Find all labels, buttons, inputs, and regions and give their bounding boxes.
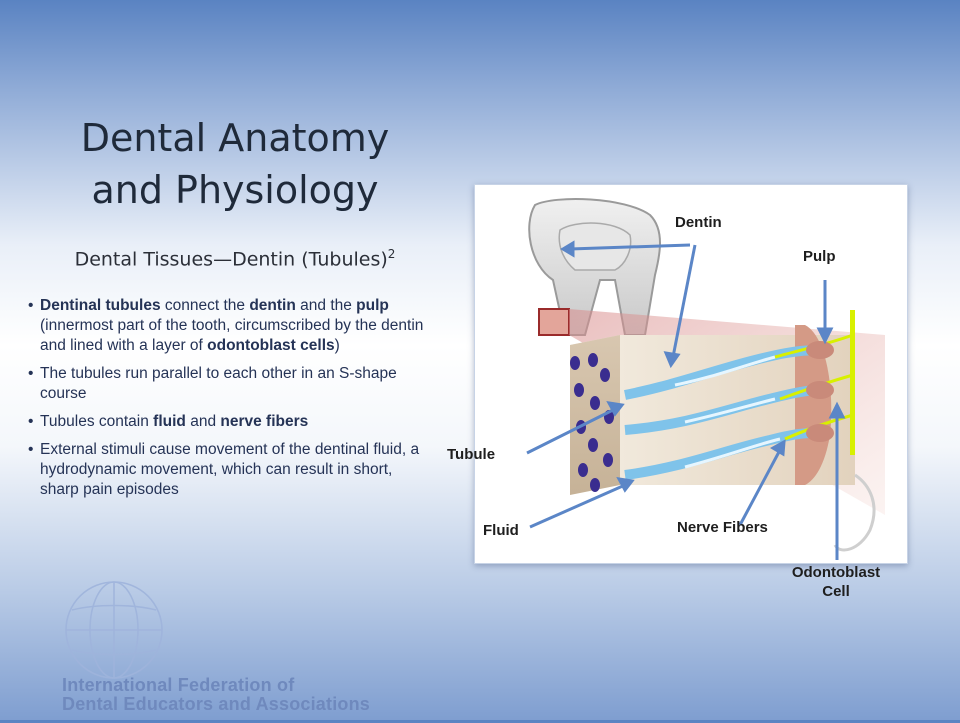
pointer-arrows — [526, 240, 846, 560]
bullet-text: and the — [295, 297, 357, 314]
label-dentin: Dentin — [675, 214, 722, 231]
bullet-bold-text: Dentinal tubules — [40, 297, 161, 314]
slide-subtitle: Dental Tissues—Dentin (Tubules)2 — [40, 247, 430, 270]
bullet-item: Tubules contain fluid and nerve fibers — [28, 412, 428, 432]
org-name-line2: Dental Educators and Associations — [62, 694, 371, 714]
dentin-illustration — [526, 198, 885, 560]
subtitle-superscript: 2 — [387, 247, 396, 261]
tooth-icon — [528, 198, 661, 336]
bullet-bold-text: odontoblast cells — [207, 337, 335, 354]
label-nerve-fibers: Nerve Fibers — [677, 519, 768, 536]
bullet-text: External stimuli cause movement of the d… — [40, 441, 420, 498]
bullet-text: The tubules run parallel to each other i… — [40, 365, 397, 402]
label-odontoblast-cell: Odontoblast Cell — [776, 563, 896, 601]
dentin-figure: Dentin Pulp Tubule Fluid Nerve Fibers — [447, 184, 908, 564]
bullet-bold-text: nerve fibers — [220, 413, 309, 430]
bullet-item: The tubules run parallel to each other i… — [28, 364, 428, 404]
org-name: International Federation of Dental Educa… — [62, 676, 370, 714]
bullet-text: and — [185, 413, 221, 430]
subtitle-text: Dental Tissues—Dentin (Tubules) — [74, 248, 388, 271]
bullet-bold-text: fluid — [153, 413, 186, 430]
label-pulp: Pulp — [803, 248, 836, 265]
bullet-bold-text: dentin — [249, 297, 296, 314]
bullet-bold-text: pulp — [356, 297, 389, 314]
bullet-item: External stimuli cause movement of the d… — [28, 440, 428, 500]
bullet-text: ) — [334, 337, 340, 354]
title-line-1: Dental Anatomy — [80, 116, 390, 160]
globe-icon — [56, 578, 256, 718]
nerve-fibers — [774, 333, 854, 442]
watermark-mark — [833, 473, 876, 552]
slide-title: Dental Anatomy and Physiology — [40, 112, 430, 216]
org-name-line1: International Federation of — [62, 675, 295, 695]
label-tubule: Tubule — [447, 446, 496, 463]
label-odontoblast-line1: Odontoblast — [791, 564, 881, 581]
bullet-text: Tubules contain — [40, 413, 154, 430]
label-odontoblast-line2: Cell — [822, 583, 850, 600]
title-line-2: and Physiology — [91, 168, 379, 212]
bullet-text: (innermost part of the tooth, circumscri… — [40, 317, 424, 354]
bullet-item: Dentinal tubules connect the dentin and … — [28, 296, 428, 356]
bullet-list: Dentinal tubules connect the dentin and … — [28, 296, 428, 508]
label-fluid: Fluid — [483, 522, 519, 539]
bullet-text: connect the — [160, 297, 250, 314]
